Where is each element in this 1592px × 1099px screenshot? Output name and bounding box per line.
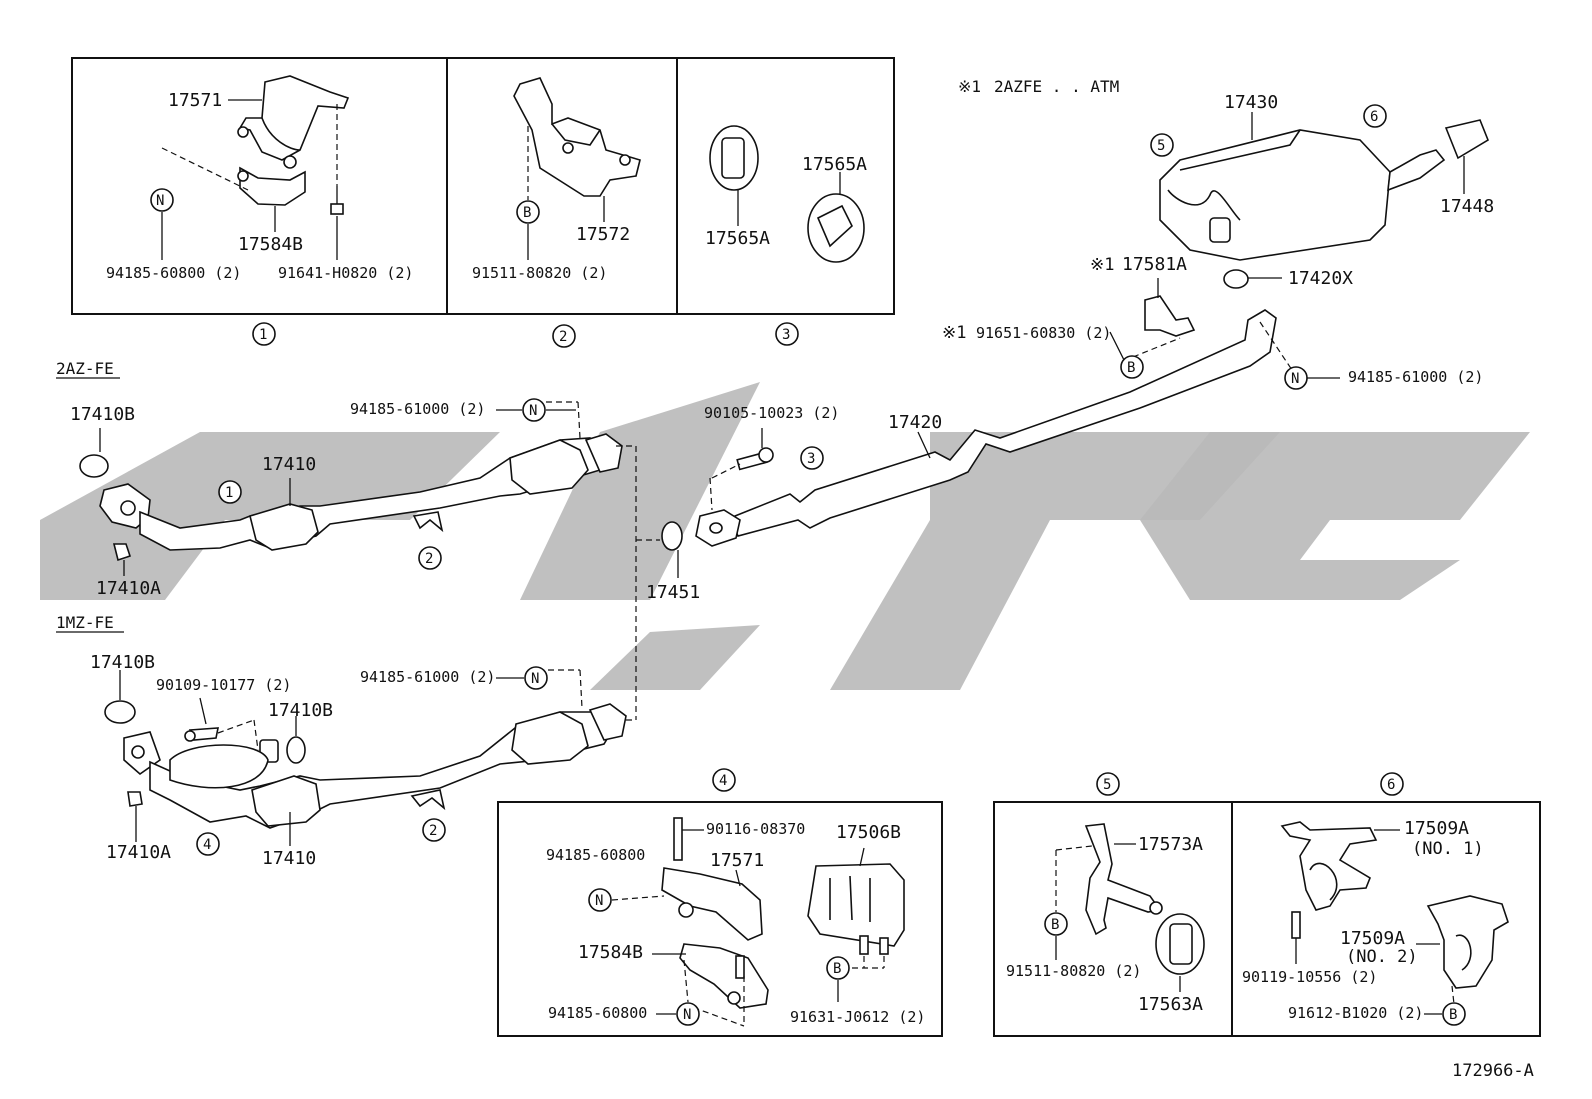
part-17584b-b: 17584B xyxy=(578,942,643,963)
callout-n-box4-a: N xyxy=(595,893,603,909)
part-91651-60830-2: 91651-60830 (2) xyxy=(976,324,1111,342)
detail-5-hanger xyxy=(1044,823,1205,992)
callout-6: 6 xyxy=(1370,109,1378,125)
hanger-17581a xyxy=(1109,269,1282,379)
main-muffler xyxy=(1150,104,1489,261)
part-17410-2: 17410 xyxy=(262,848,316,869)
callout-1: 1 xyxy=(259,327,267,343)
callout-4-pipe: 4 xyxy=(203,837,211,853)
tailpipe-17420 xyxy=(695,309,1340,547)
callout-n-b: N xyxy=(531,671,539,687)
part-17410-1: 17410 xyxy=(262,454,316,475)
part-17448: 17448 xyxy=(1440,196,1494,217)
part-17509a-2: 17509A xyxy=(1340,928,1405,949)
callout-6-box: 6 xyxy=(1387,777,1395,793)
part-17584b: 17584B xyxy=(238,234,303,255)
callout-4: 4 xyxy=(719,773,727,789)
detail-3-hangers xyxy=(709,125,865,263)
part-91511-80820-2: 91511-80820 (2) xyxy=(472,264,607,282)
callout-b-box4: B xyxy=(833,961,841,977)
part-17420: 17420 xyxy=(888,412,942,433)
detail-4-clamp-and-mount xyxy=(588,817,905,1027)
part-17420x: 17420X xyxy=(1288,268,1353,289)
part-17509a-1-no: (NO. 1) xyxy=(1412,839,1484,859)
callout-1-pipe: 1 xyxy=(225,485,233,501)
part-17410b-2: 17410B xyxy=(90,652,155,673)
part-91641-h0820-2: 91641-H0820 (2) xyxy=(278,264,413,282)
part-17451: 17451 xyxy=(646,582,700,603)
part-91612-b1020-2: 91612-B1020 (2) xyxy=(1288,1004,1423,1022)
part-90109-10177-2: 90109-10177 (2) xyxy=(156,676,291,694)
callout-2-pipe: 2 xyxy=(425,551,433,567)
part-17430: 17430 xyxy=(1224,92,1278,113)
part-94185-60800-b: 94185-60800 xyxy=(548,1004,647,1022)
part-17410b-1: 17410B xyxy=(70,404,135,425)
callout-2-pipe-b: 2 xyxy=(429,823,437,839)
callout-n-box4-b: N xyxy=(683,1007,691,1023)
callout-5: 5 xyxy=(1157,138,1165,154)
detail-2-bracket xyxy=(513,77,641,260)
detail-6-mounts xyxy=(1280,821,1509,1026)
part-17410b-3: 17410B xyxy=(268,700,333,721)
part-17565a-1: 17565A xyxy=(705,228,770,249)
callout-b-box6: B xyxy=(1449,1007,1457,1023)
part-91631-j0612-2: 91631-J0612 (2) xyxy=(790,1008,925,1026)
front-pipe-2azfe xyxy=(56,377,683,721)
callout-3-pipe: 3 xyxy=(807,451,815,467)
callout-2: 2 xyxy=(559,329,567,345)
part-94185-60800-a: 94185-60800 xyxy=(546,846,645,864)
detail-1-clamp xyxy=(150,75,350,260)
part-91511-80820-2-b: 91511-80820 (2) xyxy=(1006,962,1141,980)
watermark-logo xyxy=(40,382,1530,690)
part-17563a: 17563A xyxy=(1138,994,1203,1015)
callout-n-rear: N xyxy=(1291,371,1299,387)
part-17410a-1: 17410A xyxy=(96,578,161,599)
note-mark-91651: ※1 xyxy=(942,323,966,343)
top-detail-boxes xyxy=(71,57,895,315)
note-mark: ※1 xyxy=(958,77,981,96)
front-pipe-1mzfe xyxy=(56,631,627,856)
part-17410a-2: 17410A xyxy=(106,842,171,863)
part-17571: 17571 xyxy=(168,90,222,111)
part-17506b: 17506B xyxy=(836,822,901,843)
callout-n-a: N xyxy=(529,403,537,419)
part-94185-61000-2-a: 94185-61000 (2) xyxy=(350,400,485,418)
engine-2azfe: 2AZ-FE xyxy=(56,359,114,378)
part-17565a-2: 17565A xyxy=(802,154,867,175)
callout-n: N xyxy=(156,193,164,209)
callout-3: 3 xyxy=(782,327,790,343)
part-17572: 17572 xyxy=(576,224,630,245)
part-17509a-2-no: (NO. 2) xyxy=(1346,947,1418,967)
part-17581a: 17581A xyxy=(1122,254,1187,275)
figure-id: 172966-A xyxy=(1452,1061,1534,1081)
callout-5-box: 5 xyxy=(1103,777,1111,793)
part-90105-10023-2: 90105-10023 (2) xyxy=(704,404,839,422)
callout-b-17581a: B xyxy=(1127,360,1135,376)
callout-b-box5: B xyxy=(1051,917,1059,933)
part-90116-08370: 90116-08370 xyxy=(706,820,805,838)
part-17571-b: 17571 xyxy=(710,850,764,871)
note-text: 2AZFE . . ATM xyxy=(994,77,1119,96)
bottom-detail-boxes xyxy=(497,768,1541,1037)
callout-b: B xyxy=(523,205,531,221)
part-94185-60800-2: 94185-60800 (2) xyxy=(106,264,241,282)
part-90119-10556-2: 90119-10556 (2) xyxy=(1242,968,1377,986)
part-94185-61000-2-b: 94185-61000 (2) xyxy=(360,668,495,686)
engine-1mzfe: 1MZ-FE xyxy=(56,613,114,632)
part-94185-61000-2-rear: 94185-61000 (2) xyxy=(1348,368,1483,386)
part-17509a-1: 17509A xyxy=(1404,818,1469,839)
note-mark-17581a: ※1 xyxy=(1090,255,1114,275)
labels: ※1 2AZFE . . ATM 17571 17584B 94185-6080… xyxy=(56,77,1534,1081)
part-17573a: 17573A xyxy=(1138,834,1203,855)
